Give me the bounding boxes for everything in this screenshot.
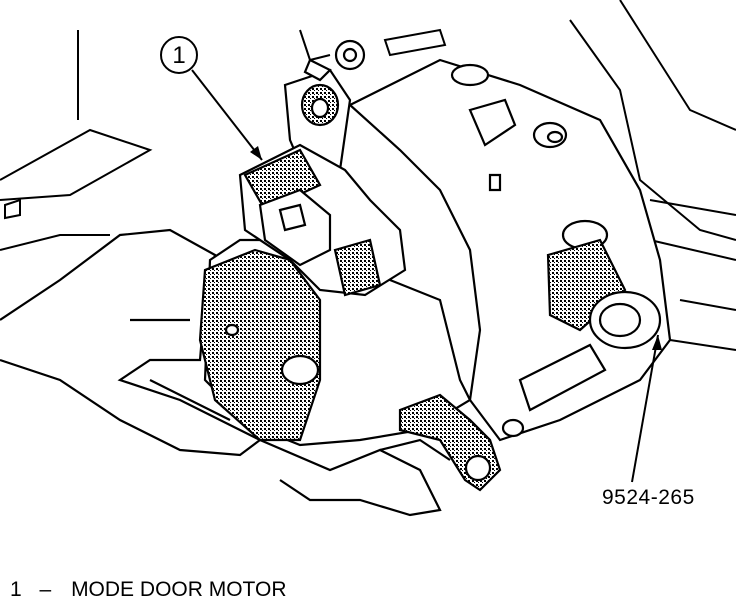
legend-item: 1 – MODE DOOR MOTOR [10,578,287,602]
mounting-bracket [348,58,672,442]
motor-body [198,143,502,492]
callout-1: 1 [160,36,263,161]
callout-arrowhead [250,146,262,160]
background-housing [0,0,736,351]
callout-leader-line [191,69,263,161]
legend-label: MODE DOOR MOTOR [71,578,287,601]
figure-code-leader [631,334,662,483]
mode-door-motor-illustration: 1 [0,0,736,517]
figure-code: 9524-265 [602,486,695,509]
hand [0,228,451,517]
callout-number: 1 [172,42,185,69]
legend-separator: – [39,578,52,601]
legend-number: 1 [10,578,22,601]
